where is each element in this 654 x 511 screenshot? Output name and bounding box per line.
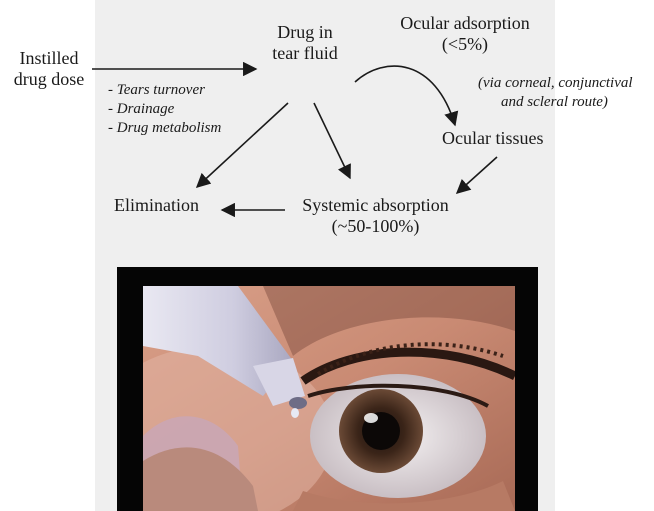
loss-factor-tears-turnover: - Tears turnover <box>108 81 221 100</box>
loss-factor-drug-metabolism: - Drug metabolism <box>108 119 221 138</box>
systemic-line-2: (~50-100%) <box>288 216 463 237</box>
systemic-absorption-label: Systemic absorption (~50-100%) <box>288 195 463 237</box>
arrow-tear-to-ocular-tissues <box>355 66 455 125</box>
eye-drop-photo <box>143 286 515 511</box>
systemic-line-1: Systemic absorption <box>288 195 463 216</box>
ocular-adsorption-line-1: Ocular adsorption <box>380 13 550 34</box>
arrow-ocular-tissues-to-systemic <box>457 157 497 193</box>
loss-factors-list: - Tears turnover - Drainage - Drug metab… <box>108 81 221 138</box>
drug-tear-line-1: Drug in <box>255 22 355 43</box>
drug-in-tear-fluid-label: Drug in tear fluid <box>255 22 355 64</box>
eye-drop-illustration <box>143 286 515 511</box>
ocular-adsorption-label: Ocular adsorption (<5%) <box>380 13 550 55</box>
instilled-line-1: Instilled <box>4 48 94 69</box>
route-line-2: and scleral route) <box>478 93 633 112</box>
loss-factor-drainage: - Drainage <box>108 100 221 119</box>
ocular-tissues-label: Ocular tissues <box>442 128 543 149</box>
elimination-label: Elimination <box>114 195 199 216</box>
route-note: (via corneal, conjunctival and scleral r… <box>478 74 633 112</box>
arrow-tear-to-systemic <box>314 103 350 178</box>
instilled-drug-dose-label: Instilled drug dose <box>4 48 94 90</box>
ocular-adsorption-line-2: (<5%) <box>380 34 550 55</box>
drug-tear-line-2: tear fluid <box>255 43 355 64</box>
route-line-1: (via corneal, conjunctival <box>478 74 633 93</box>
instilled-line-2: drug dose <box>4 69 94 90</box>
